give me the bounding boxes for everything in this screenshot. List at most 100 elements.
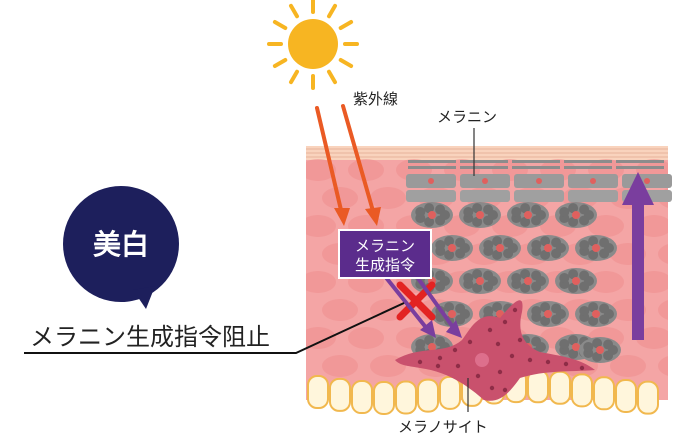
skin-cell <box>588 215 624 237</box>
melanin-rise-arrow <box>622 172 654 340</box>
melanin-nucleus <box>644 178 650 184</box>
melanocyte-granule <box>502 387 508 393</box>
sun-icon <box>267 0 359 90</box>
melanin-cluster <box>479 235 521 261</box>
skin-cell <box>658 244 668 264</box>
sun-ray <box>338 58 354 68</box>
melanin-nucleus <box>536 178 542 184</box>
melanocyte-granule <box>417 359 423 365</box>
melanin-stripe <box>512 166 560 169</box>
arrowhead <box>446 320 462 338</box>
signal-label-line1: メラニン <box>355 237 415 255</box>
sun-ray <box>289 3 299 19</box>
basal-cell <box>307 375 329 409</box>
melanocyte-granule <box>475 373 481 379</box>
skin-cell <box>322 355 358 377</box>
basal-cell <box>439 375 461 410</box>
melanocyte-granule <box>437 355 443 361</box>
sun-ray <box>272 58 288 68</box>
skin-cell <box>306 215 336 237</box>
melanin-cluster <box>459 202 501 228</box>
melanin-cluster <box>431 235 473 261</box>
signal-label-line2: 生成指令 <box>355 256 415 274</box>
skin-cell <box>306 327 336 349</box>
melanin-flat-cell <box>514 190 564 202</box>
basal-cell <box>549 370 571 405</box>
melanin-cluster <box>507 268 549 294</box>
headline-pointer <box>24 302 405 354</box>
skin-cell <box>370 187 406 209</box>
melanocyte-granule <box>512 307 518 313</box>
melanocyte-granule <box>579 365 585 371</box>
melanin-stripe <box>616 166 664 169</box>
basal-cell <box>417 378 439 413</box>
melanocyte-granule <box>455 363 461 369</box>
sun-ray <box>289 69 299 85</box>
melanin-flat-cell <box>460 190 510 202</box>
melanocyte-granule <box>435 363 441 369</box>
melanocyte <box>395 300 595 401</box>
melanocyte-granule <box>517 337 523 343</box>
uv-arrows <box>315 104 375 213</box>
basal-cell <box>593 376 615 411</box>
headline-text: メラニン生成指令阻止 <box>30 323 270 351</box>
melanin-cluster <box>527 235 569 261</box>
melanin-flat-cell <box>568 190 618 202</box>
melanocyte-label: メラノサイト <box>398 418 488 436</box>
melanin-cluster <box>459 268 501 294</box>
basal-cell <box>395 380 417 415</box>
basal-cell <box>373 380 395 415</box>
skin-cell <box>658 300 668 320</box>
melanin-nucleus <box>482 178 488 184</box>
basal-cell <box>351 380 373 415</box>
melanocyte-granule <box>527 357 533 363</box>
melanin-nucleus <box>590 178 596 184</box>
skin-cell <box>636 327 668 349</box>
melanin-stripe <box>408 166 456 169</box>
melanin-stripe <box>564 166 612 169</box>
skin-cell <box>322 299 358 321</box>
melanin-stripe <box>616 160 664 163</box>
skin-cell <box>306 271 336 293</box>
melanin-cluster <box>575 235 617 261</box>
sun-ray <box>327 69 337 85</box>
uv-label: 紫外線 <box>353 90 398 108</box>
sun-ray <box>327 3 337 19</box>
melanin-flat-cell <box>406 190 456 202</box>
melanocyte-granule <box>489 385 495 391</box>
basal-cell <box>571 373 593 408</box>
melanocyte-granule <box>563 361 569 367</box>
melanocyte-granule <box>495 341 501 347</box>
whitening-badge: 美白 <box>63 186 179 309</box>
melanocyte-granule <box>502 319 508 325</box>
melanin-label: メラニン <box>437 108 497 126</box>
skin-cell <box>636 215 668 237</box>
arrowhead <box>334 208 350 226</box>
melanin-cluster <box>555 202 597 228</box>
basal-cell <box>329 377 351 412</box>
basal-cell <box>615 378 637 413</box>
melanocyte-granule <box>452 347 458 353</box>
arrowhead <box>420 320 436 338</box>
basal-layer <box>307 369 659 415</box>
skin-cell <box>636 271 668 293</box>
signal-label-box: メラニン 生成指令 <box>338 229 432 279</box>
badge-text: 美白 <box>93 228 149 261</box>
skin-cell <box>610 355 646 377</box>
melanocyte-granule <box>497 369 503 375</box>
skin-cell <box>658 356 668 376</box>
melanin-cluster <box>575 301 617 327</box>
melanin-cluster <box>579 337 621 363</box>
melanin-cluster <box>527 301 569 327</box>
sun-ray <box>338 20 354 30</box>
melanin-nucleus <box>428 178 434 184</box>
basal-cell <box>637 380 659 415</box>
signal-arrows <box>378 268 457 332</box>
melanin-stripe <box>564 160 612 163</box>
sun-ray <box>272 20 288 30</box>
melanocyte-granule <box>487 327 493 333</box>
melanocyte-granule <box>467 339 473 345</box>
melanocyte-granule <box>545 359 551 365</box>
melanin-cluster <box>507 202 549 228</box>
